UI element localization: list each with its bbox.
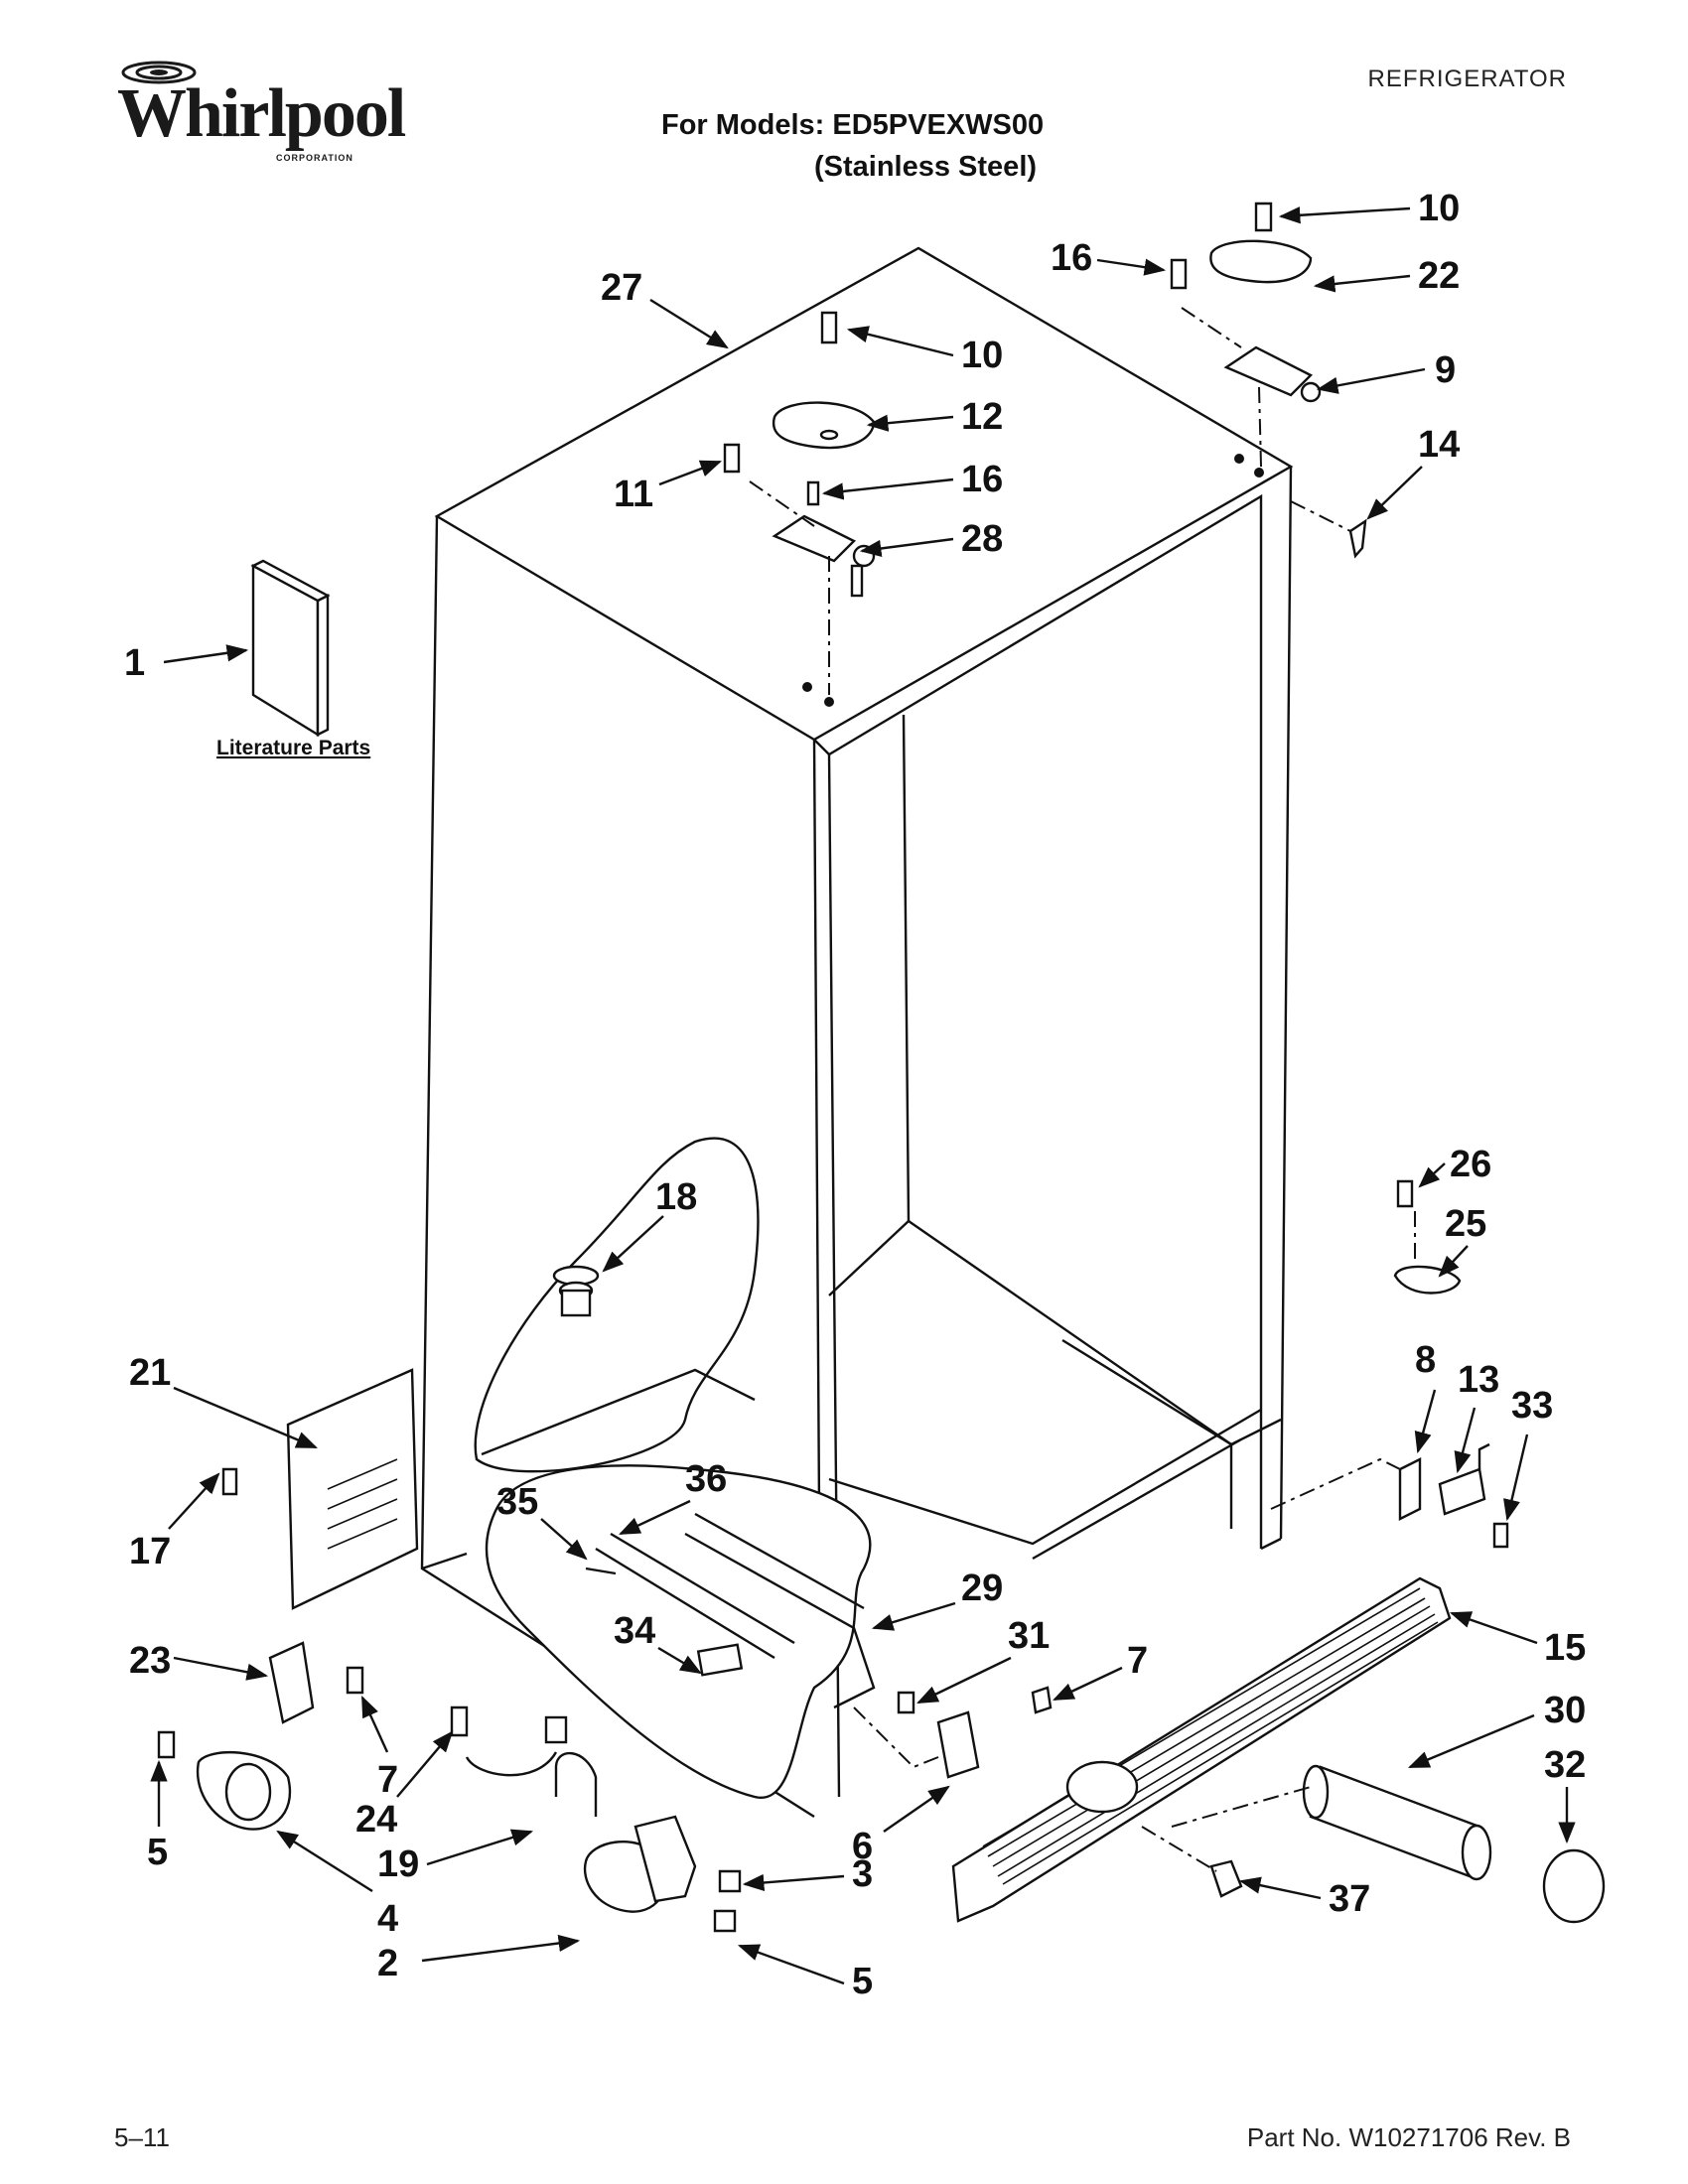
callout-26: 26 bbox=[1450, 1144, 1491, 1185]
part-number: Part No. W10271706 Rev. B bbox=[1246, 2122, 1571, 2152]
callout-24: 24 bbox=[355, 1799, 397, 1841]
callout-33: 33 bbox=[1511, 1385, 1553, 1427]
callout-32: 32 bbox=[1544, 1744, 1586, 1786]
callout-14: 14 bbox=[1418, 424, 1460, 466]
callout-19: 19 bbox=[377, 1843, 419, 1885]
callouts: 1 Literature Parts 27 10 12 11 16 28 10 … bbox=[124, 188, 1586, 2002]
literature-booklet bbox=[250, 559, 331, 738]
callout-9: 9 bbox=[1435, 349, 1456, 391]
callout-18: 18 bbox=[655, 1176, 697, 1218]
literature-parts-label: Literature Parts bbox=[216, 737, 370, 759]
callout-34: 34 bbox=[614, 1610, 655, 1652]
callout-3: 3 bbox=[852, 1853, 873, 1895]
callout-1: 1 bbox=[124, 642, 145, 684]
cutaway-freezer bbox=[474, 1137, 760, 1473]
callout-28: 28 bbox=[961, 518, 1003, 560]
callout-4: 4 bbox=[377, 1898, 398, 1940]
right-lower-parts bbox=[1270, 1179, 1509, 1549]
callout-2: 2 bbox=[377, 1943, 398, 1984]
top-hinge-center bbox=[723, 311, 876, 707]
callout-5-a: 5 bbox=[147, 1832, 168, 1873]
callout-11: 11 bbox=[614, 474, 653, 515]
cabinet bbox=[420, 246, 1294, 1819]
callout-12: 12 bbox=[961, 396, 1003, 438]
model-numbers: For Models: ED5PVEXWS00 bbox=[661, 109, 1045, 141]
cutaway-bottom bbox=[485, 1464, 876, 1799]
callout-7-a: 7 bbox=[1127, 1640, 1148, 1682]
callout-22: 22 bbox=[1418, 255, 1460, 297]
callout-23: 23 bbox=[129, 1640, 171, 1682]
toe-grille bbox=[951, 1576, 1452, 1923]
callout-7-b: 7 bbox=[377, 1759, 398, 1801]
callout-35: 35 bbox=[496, 1481, 538, 1523]
top-hinge-right bbox=[1170, 202, 1367, 559]
callout-21: 21 bbox=[129, 1352, 171, 1394]
callout-15: 15 bbox=[1544, 1627, 1586, 1669]
callout-17: 17 bbox=[129, 1531, 171, 1572]
callout-13: 13 bbox=[1458, 1359, 1499, 1401]
water-filter bbox=[1171, 1764, 1606, 1924]
callout-25: 25 bbox=[1445, 1203, 1486, 1245]
callout-6: 6 bbox=[852, 1826, 873, 1867]
logo-wordmark: Whirlpool bbox=[117, 75, 406, 152]
callout-27: 27 bbox=[601, 267, 642, 309]
callout-36: 36 bbox=[685, 1458, 727, 1500]
callout-29: 29 bbox=[961, 1568, 1003, 1609]
whirlpool-logo: Whirlpool CORPORATION bbox=[117, 58, 406, 167]
callout-30: 30 bbox=[1544, 1690, 1586, 1731]
callout-10-a: 10 bbox=[961, 335, 1003, 376]
logo-swirl-icon bbox=[121, 61, 197, 84]
callout-31: 31 bbox=[1008, 1615, 1050, 1657]
document-type: REFRIGERATOR bbox=[1367, 66, 1567, 92]
model-finish: (Stainless Steel) bbox=[814, 151, 1038, 183]
callout-10-b: 10 bbox=[1418, 188, 1460, 229]
callout-8: 8 bbox=[1415, 1339, 1436, 1381]
page-number: 5–11 bbox=[114, 2122, 170, 2152]
callout-16-a: 16 bbox=[961, 459, 1003, 500]
callout-5-b: 5 bbox=[852, 1961, 873, 2002]
logo-corporation: CORPORATION bbox=[276, 153, 353, 163]
callout-37: 37 bbox=[1329, 1878, 1370, 1920]
lower-left-parts bbox=[157, 1368, 1243, 1933]
callout-16-b: 16 bbox=[1051, 237, 1092, 279]
